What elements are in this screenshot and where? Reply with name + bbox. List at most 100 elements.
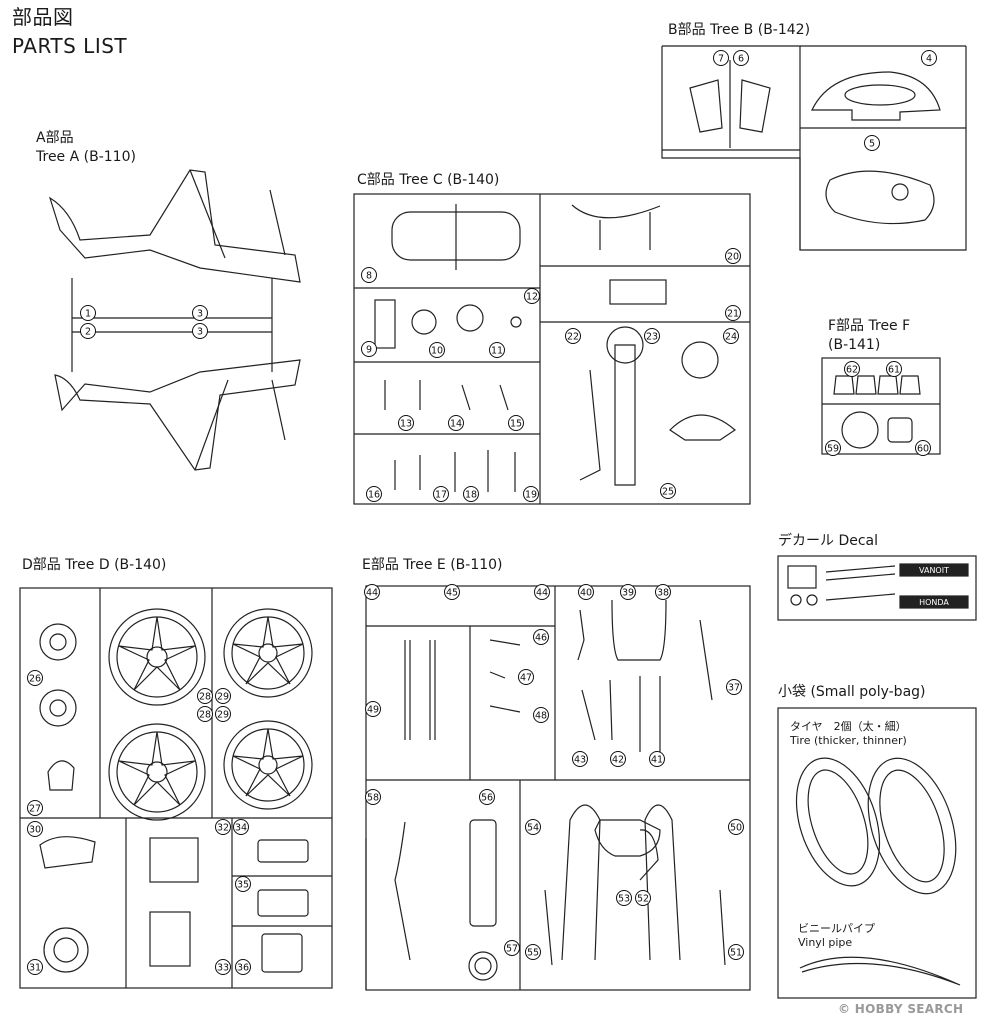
part-number-c-24: 24 [723, 328, 739, 344]
part-number-c-12: 12 [524, 288, 540, 304]
tree-e-label: E部品 Tree E (B-110) [362, 557, 503, 573]
tree-a-label-ja: A部品 [36, 130, 74, 146]
part-number-f-61: 61 [886, 361, 902, 377]
svg-text:39: 39 [622, 587, 634, 598]
svg-text:41: 41 [651, 754, 663, 765]
polybag-outline [777, 707, 977, 999]
part-number-c-11: 11 [489, 342, 505, 358]
part-number-e-43: 43 [572, 751, 588, 767]
svg-text:50: 50 [730, 822, 742, 833]
svg-text:27: 27 [29, 803, 41, 814]
tree-d-label: D部品 Tree D (B-140) [22, 557, 167, 573]
part-number-c-10: 10 [429, 342, 445, 358]
part-number-e-44: 44 [534, 584, 550, 600]
part-number-e-46: 46 [533, 629, 549, 645]
d-small-parts [39, 623, 309, 973]
svg-text:52: 52 [637, 893, 649, 904]
svg-text:7: 7 [718, 53, 724, 64]
watermark: © HOBBY SEARCH [838, 1002, 964, 1016]
part-number-c-16: 16 [366, 486, 382, 502]
part-number-c-18: 18 [463, 486, 479, 502]
f-parts [833, 375, 921, 449]
svg-text:40: 40 [580, 587, 592, 598]
part-number-c-15: 15 [508, 415, 524, 431]
svg-text:15: 15 [510, 418, 522, 429]
tire-label-en: Tire (thicker, thinner) [790, 734, 907, 747]
decal-label: デカール Decal [778, 533, 879, 549]
tree-e-frame [365, 585, 751, 991]
tree-a-frame [71, 278, 273, 372]
c-small-parts [374, 204, 736, 492]
svg-text:62: 62 [846, 364, 858, 375]
part-number-d-27: 27 [27, 800, 43, 816]
part-number-e-54: 54 [525, 819, 541, 835]
page-title-en: PARTS LIST [12, 34, 128, 58]
svg-text:37: 37 [728, 682, 740, 693]
fork-and-shock-parts [404, 599, 713, 752]
svg-text:28: 28 [199, 691, 211, 702]
part-number-e-38: 38 [655, 584, 671, 600]
part-number-e-53: 53 [616, 890, 632, 906]
part-number-d-30: 30 [27, 821, 43, 837]
svg-text:20: 20 [727, 251, 739, 262]
part-number-c-17: 17 [433, 486, 449, 502]
e-lower-parts [394, 804, 726, 981]
part-number-c-13: 13 [398, 415, 414, 431]
part-number-c-21: 21 [725, 305, 741, 321]
tree-f-code: (B-141) [828, 337, 881, 353]
svg-text:18: 18 [465, 489, 477, 500]
part-number-b-4: 4 [921, 50, 937, 66]
svg-text:16: 16 [368, 489, 380, 500]
svg-text:38: 38 [657, 587, 669, 598]
svg-text:12: 12 [526, 291, 538, 302]
part-number-e-39: 39 [620, 584, 636, 600]
part-number-c-22: 22 [565, 328, 581, 344]
svg-text:26: 26 [29, 673, 41, 684]
part-number-c-8: 8 [361, 267, 377, 283]
svg-text:6: 6 [738, 53, 744, 64]
svg-text:29: 29 [217, 691, 229, 702]
part-number-c-9: 9 [361, 341, 377, 357]
part-number-d-36: 36 [235, 959, 251, 975]
part-number-d-32: 32 [215, 819, 231, 835]
svg-text:46: 46 [535, 632, 547, 643]
part-number-e-50: 50 [728, 819, 744, 835]
svg-text:31: 31 [29, 962, 41, 973]
svg-text:17: 17 [435, 489, 447, 500]
svg-text:25: 25 [662, 486, 674, 497]
svg-text:24: 24 [725, 331, 737, 342]
svg-text:5: 5 [869, 138, 875, 149]
tree-f-label: F部品 Tree F [828, 318, 911, 334]
tree-c-label: C部品 Tree C (B-140) [357, 172, 500, 188]
part-number-e-57: 57 [504, 940, 520, 956]
svg-text:3: 3 [197, 308, 203, 319]
polybag-label: 小袋 (Small poly-bag) [778, 684, 926, 700]
part-number-e-37: 37 [726, 679, 742, 695]
part-number-a-2: 2 [80, 323, 96, 339]
pipe-label-ja: ビニールパイプ [798, 922, 875, 935]
part-number-e-51: 51 [728, 944, 744, 960]
part-number-e-42: 42 [610, 751, 626, 767]
svg-text:36: 36 [237, 962, 249, 973]
part-number-e-47: 47 [518, 669, 534, 685]
svg-text:53: 53 [618, 893, 630, 904]
part-number-e-49: 49 [365, 701, 381, 717]
part-number-c-23: 23 [644, 328, 660, 344]
side-cover-parts [689, 60, 771, 148]
svg-text:54: 54 [527, 822, 539, 833]
part-number-e-44: 44 [364, 584, 380, 600]
tire-label-ja: タイヤ 2個（太・細） [790, 720, 907, 733]
part-number-b-6: 6 [733, 50, 749, 66]
svg-text:4: 4 [926, 53, 932, 64]
svg-text:14: 14 [450, 418, 462, 429]
part-number-c-19: 19 [523, 486, 539, 502]
svg-text:22: 22 [567, 331, 579, 342]
tree-f-frame [821, 357, 941, 455]
part-number-e-45: 45 [444, 584, 460, 600]
decal-text-1: HONDA [919, 598, 949, 607]
seat-part [391, 204, 521, 270]
svg-text:1: 1 [85, 308, 91, 319]
svg-text:21: 21 [727, 308, 739, 319]
part-number-d-28: 28 [197, 706, 213, 722]
